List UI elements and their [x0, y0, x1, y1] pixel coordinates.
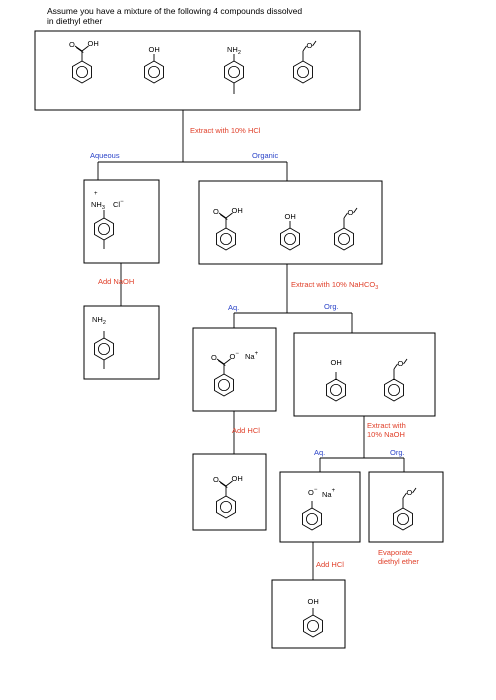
benzoic-acid-structure: O OH: [69, 39, 99, 84]
step-evaporate-line-1: Evaporate: [378, 548, 412, 557]
phase-organic: Organic: [252, 151, 279, 160]
amine-box: [83, 305, 160, 380]
phenoxide-box: [279, 471, 361, 543]
p-toluidine-structure-recovered: NH2: [92, 315, 114, 369]
connector-mixture-split: [97, 110, 288, 181]
header-line-1: Assume you have a mixture of the followi…: [47, 6, 302, 16]
p-toluidine-structure: NH2: [224, 45, 244, 94]
phenol-structure: OH: [144, 45, 164, 84]
amine-label: NH2: [92, 315, 106, 326]
step-add-hcl-1: Add HCl: [232, 426, 260, 435]
sodium-phenoxide-structure: O− Na+: [302, 487, 336, 531]
anisole-structure-final: O: [393, 487, 417, 531]
ammonium-label: NH3: [91, 200, 105, 211]
mixture-box: [34, 30, 361, 111]
phenol-structure-organic: OH: [280, 212, 300, 251]
carbonyl-o-label: O: [213, 207, 219, 216]
carbonyl-o-label: O: [213, 475, 219, 484]
phase-aqueous: Aqueous: [90, 151, 120, 160]
carboxylate-o-minus-label: O−: [230, 351, 240, 361]
acid-oh-label: OH: [232, 206, 243, 215]
organic-three-box: [198, 180, 383, 265]
phenol-oh-label: OH: [285, 212, 296, 221]
anisole-structure-mid: O: [384, 358, 408, 402]
phase-aq-2: Aq.: [314, 448, 325, 457]
benzoic-acid-box: [192, 453, 267, 531]
step-extract-nahco3: Extract with 10% NaHCO3: [291, 280, 378, 291]
carbonyl-o-label: O: [211, 353, 217, 362]
sodium-label: Na+: [245, 351, 259, 361]
header-line-2: in diethyl ether: [47, 16, 102, 26]
phase-org-2: Org.: [390, 448, 405, 457]
phenol-anisole-box: [293, 332, 436, 417]
step-extract-hcl: Extract with 10% HCl: [190, 126, 261, 135]
connector-nahco3-split: [233, 264, 353, 333]
acid-oh-label: OH: [232, 474, 243, 483]
phenol-oh-label: OH: [149, 45, 160, 54]
sodium-label: Na+: [322, 488, 336, 499]
phenol-oh-label: OH: [331, 358, 342, 367]
phenoxide-o-minus-label: O−: [308, 487, 318, 497]
step-add-hcl-2: Add HCl: [316, 560, 344, 569]
step-evaporate-line-2: diethyl ether: [378, 557, 419, 566]
amine-label: NH2: [227, 45, 241, 56]
sodium-benzoate-structure: O O− Na+: [211, 351, 259, 397]
ammonium-plus: +: [94, 191, 98, 197]
step-add-naoh: Add NaOH: [98, 277, 134, 286]
connector-naoh-split: [319, 416, 405, 472]
anisole-structure: O: [293, 40, 317, 84]
phase-org-1: Org.: [324, 302, 339, 311]
phase-aq-1: Aq.: [228, 303, 239, 312]
phenol-oh-label: OH: [308, 597, 319, 606]
acid-oh-label: OH: [88, 39, 99, 48]
step-extract-naoh-line-1: Extract with: [367, 421, 406, 430]
benzoic-acid-structure-recovered: O OH: [213, 474, 243, 519]
anisole-box: [368, 471, 444, 543]
carboxylate-box: [192, 327, 277, 412]
anisole-structure-organic: O: [334, 207, 358, 251]
phenol-structure-mid: OH: [326, 358, 346, 402]
carbonyl-o-label: O: [69, 40, 75, 49]
chloride-label: Cl−: [113, 199, 124, 209]
step-extract-naoh-line-2: 10% NaOH: [367, 430, 405, 439]
p-toluidinium-chloride-structure: + NH3 Cl−: [91, 191, 124, 249]
ether-o-label: O: [307, 41, 313, 50]
phenol-final-box: [271, 579, 346, 649]
aqueous-salt-box: [83, 179, 160, 264]
ether-o-label: O: [348, 208, 354, 217]
phenol-structure-recovered: OH: [303, 597, 323, 638]
ether-o-label: O: [398, 359, 404, 368]
benzoic-acid-structure-organic: O OH: [213, 206, 243, 251]
ether-o-label: O: [407, 488, 413, 497]
